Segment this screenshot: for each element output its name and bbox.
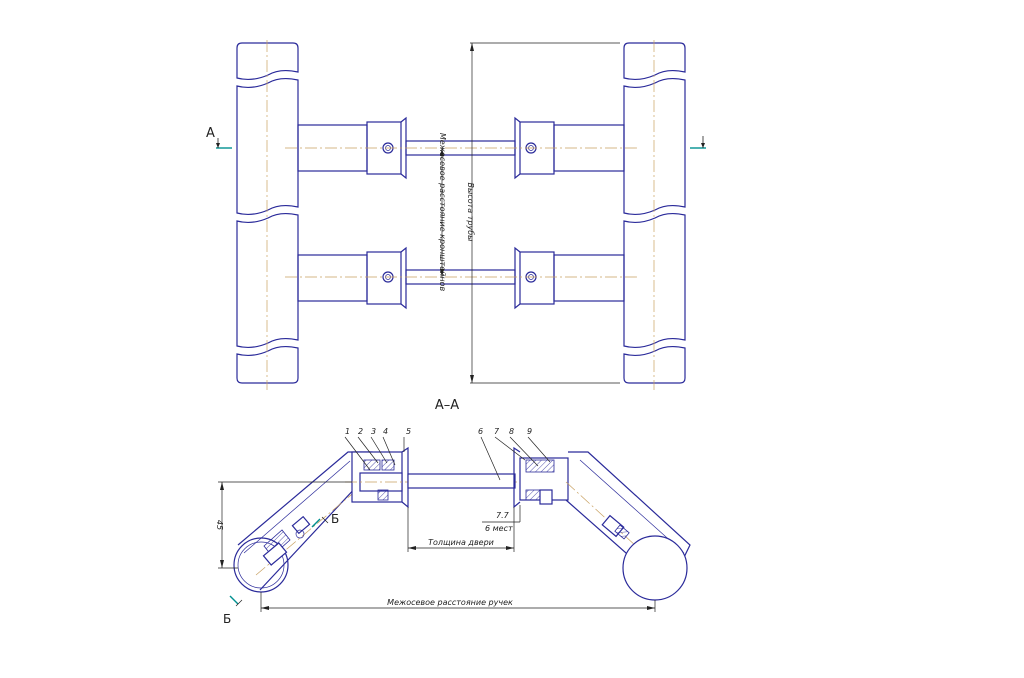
callout-8: 8 bbox=[509, 427, 514, 436]
view-letter-upper: Б bbox=[331, 512, 339, 526]
left-bracket-section bbox=[345, 446, 535, 509]
callouts: 1 2 3 4 5 6 7 8 9 bbox=[344, 427, 551, 481]
height-label: 45 bbox=[215, 520, 224, 530]
section-marker-left: A bbox=[206, 126, 232, 149]
door-thickness-label: Толщина двери bbox=[428, 538, 494, 547]
top-view: Межосевое расстояние кронштейнов Высота … bbox=[206, 40, 706, 390]
view-marker-lower: Б bbox=[223, 595, 243, 626]
section-view: 1 2 3 4 5 6 7 8 9 7.7 6 мест Толщина две… bbox=[215, 427, 691, 626]
view-marker-upper: Б bbox=[311, 512, 339, 528]
section-marker-right bbox=[690, 136, 706, 149]
section-title: A–A bbox=[435, 398, 459, 413]
door-thickness-dimension: Толщина двери bbox=[407, 507, 515, 552]
hole-count-label: 6 мест bbox=[485, 524, 513, 533]
spindle bbox=[407, 473, 516, 489]
handle-spacing-label: Межосевое расстояние ручек bbox=[387, 598, 513, 607]
height-dimension: 45 bbox=[215, 481, 352, 569]
upper-bracket-assembly bbox=[285, 116, 640, 180]
right-handle-tube bbox=[623, 40, 686, 390]
left-handle-arm bbox=[233, 451, 373, 593]
handle-spacing-dimension: Межосевое расстояние ручек bbox=[260, 592, 656, 612]
callout-5: 5 bbox=[406, 427, 411, 436]
callout-1: 1 bbox=[345, 427, 350, 436]
hole-size-label: 7.7 bbox=[496, 511, 510, 520]
bracket-spacing-label: Межосевое расстояние кронштейнов bbox=[438, 133, 447, 292]
callout-6: 6 bbox=[478, 427, 483, 436]
right-bracket-section bbox=[513, 446, 569, 509]
lower-bracket-assembly bbox=[285, 246, 640, 310]
callout-2: 2 bbox=[358, 427, 363, 436]
section-letter-left: A bbox=[206, 126, 215, 141]
callout-4: 4 bbox=[383, 427, 388, 436]
bracket-spacing-dimension: Межосевое расстояние кронштейнов Высота … bbox=[438, 42, 620, 384]
callout-3: 3 bbox=[371, 427, 376, 436]
view-letter-lower: Б bbox=[223, 612, 231, 626]
callout-9: 9 bbox=[527, 427, 532, 436]
right-handle-arm bbox=[565, 451, 691, 601]
callout-7: 7 bbox=[494, 427, 500, 436]
tube-height-label: Высота трубы bbox=[466, 183, 475, 242]
left-handle-tube bbox=[236, 40, 299, 390]
